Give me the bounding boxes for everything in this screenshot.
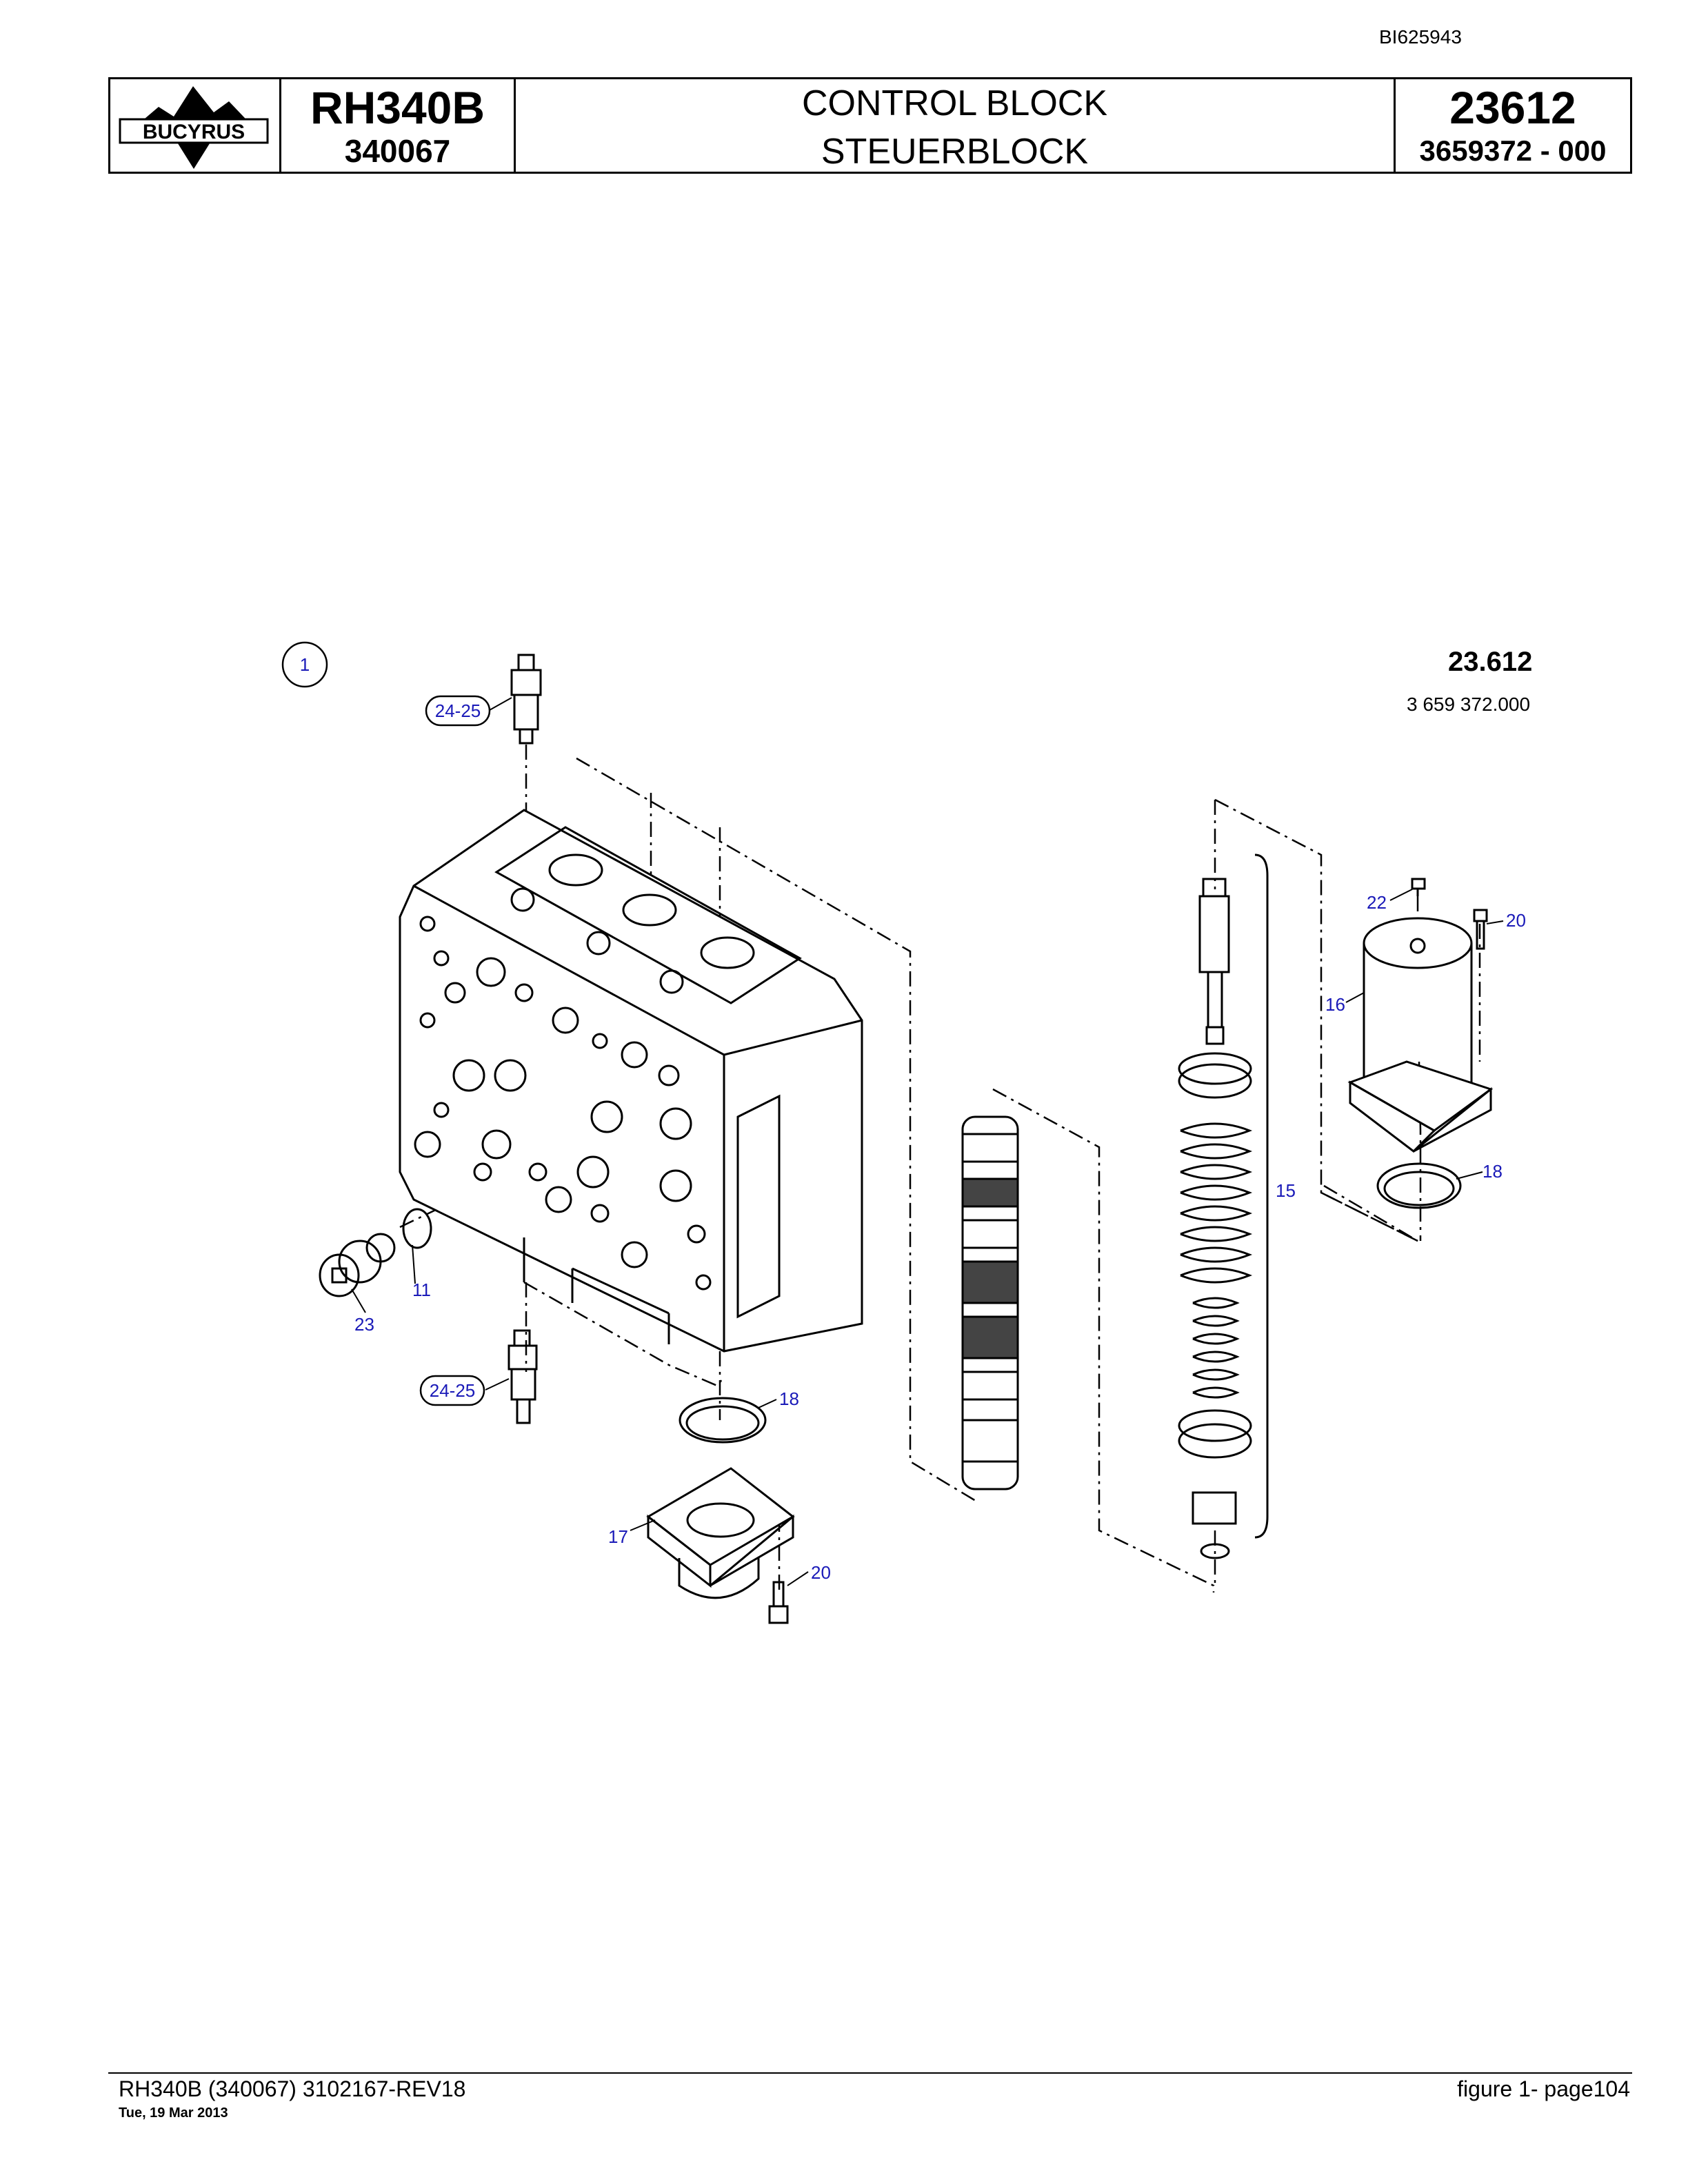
cover-17	[646, 1467, 795, 1599]
callout-18-bottom: 18	[779, 1388, 799, 1409]
footer-page-ref: figure 1- page104	[1457, 2076, 1630, 2101]
plug-23	[319, 1233, 396, 1297]
pressure-valve-bottom	[508, 1329, 538, 1424]
model-name: RH340B	[310, 82, 485, 133]
figure-part-code: 3 659 372.000	[1407, 694, 1531, 715]
spring-assembly-15	[1178, 853, 1269, 1559]
control-block-body	[399, 809, 863, 1353]
footer-document-ref: RH340B (340067) 3102167-REV18	[119, 2076, 466, 2101]
control-spool	[961, 1115, 1019, 1490]
screw-20-top	[1473, 909, 1488, 950]
callout-15: 15	[1276, 1180, 1296, 1201]
callout-24-25-bottom: 24-25	[430, 1380, 476, 1401]
o-ring-18-bottom	[679, 1397, 767, 1444]
o-ring-18-right	[1376, 1162, 1462, 1209]
callout-22: 22	[1367, 892, 1387, 913]
logo-text: BUCYRUS	[143, 121, 245, 143]
footer-date: Tue, 19 Mar 2013	[119, 2105, 228, 2121]
group-number: 23612	[1449, 82, 1576, 133]
serial-number: 340067	[344, 133, 451, 169]
callout-17: 17	[608, 1526, 628, 1547]
callout-16: 16	[1325, 994, 1345, 1015]
pressure-valve-top	[510, 654, 542, 745]
document-id: BI625943	[1379, 26, 1462, 48]
model-cell: RH340B 340067	[281, 79, 516, 172]
solenoid-housing-16	[1347, 917, 1494, 1153]
logo-cell: BUCYRUS	[110, 79, 281, 172]
footer-divider	[108, 2072, 1632, 2074]
title-english: CONTROL BLOCK	[801, 83, 1108, 123]
callout-1: 1	[300, 654, 310, 675]
callout-oval-top	[425, 695, 491, 727]
part-number: 3659372 - 000	[1419, 134, 1607, 167]
title-german: STEUERBLOCK	[821, 132, 1089, 172]
callout-circle-1	[281, 641, 328, 688]
callout-20-bottom: 20	[811, 1562, 831, 1583]
callout-leaders	[351, 697, 1504, 1586]
callout-oval-bottom	[419, 1375, 485, 1406]
callout-23: 23	[354, 1314, 374, 1335]
title-block: BUCYRUS RH340B 340067 CONTROL BLOCK STEU…	[108, 77, 1632, 174]
o-ring-11	[402, 1208, 432, 1249]
callout-18-right: 18	[1483, 1161, 1503, 1182]
group-number-cell: 23612 3659372 - 000	[1396, 79, 1630, 172]
screw-22	[1411, 878, 1426, 896]
figure-number: 23.612	[1448, 647, 1533, 677]
callout-20-top: 20	[1506, 910, 1526, 931]
callout-11: 11	[412, 1280, 431, 1300]
callout-24-25-top: 24-25	[435, 700, 481, 721]
screw-20-bottom	[768, 1581, 789, 1624]
bucyrus-logo: BUCYRUS	[119, 86, 269, 169]
title-cell: CONTROL BLOCK STEUERBLOCK	[516, 79, 1396, 172]
callout-labels: 1 24-25 24-25 22 20 16 15 18 11 23 18 17…	[300, 654, 1526, 1583]
